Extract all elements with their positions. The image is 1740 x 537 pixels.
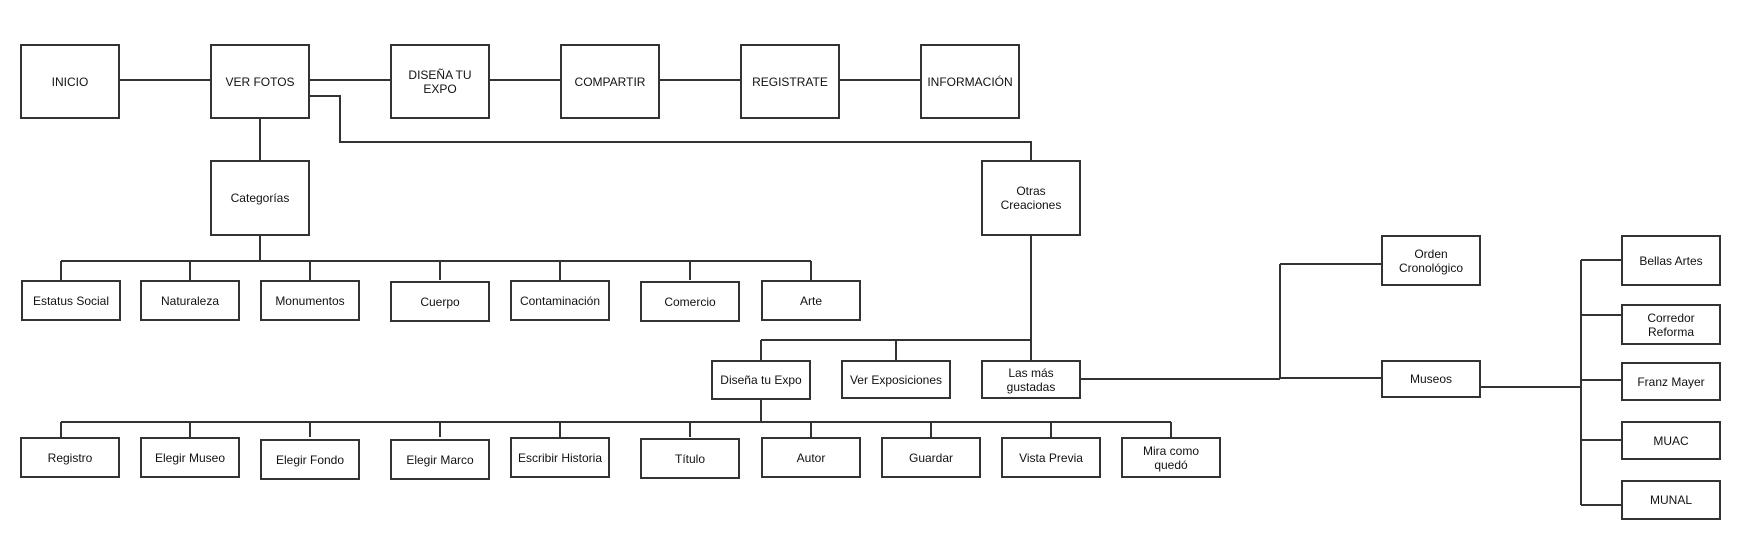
- node-label: Escribir Historia: [517, 450, 602, 465]
- node-contaminacion: Contaminación: [510, 280, 610, 321]
- node-corredor-reforma: Corredor Reforma: [1621, 304, 1721, 345]
- node-informacion: INFORMACIÓN: [920, 44, 1020, 119]
- node-label-line-2: Creaciones: [1000, 198, 1062, 212]
- node-label: Ver Exposiciones: [849, 372, 943, 387]
- node-compartir: COMPARTIR: [560, 44, 660, 119]
- node-franz-mayer: Franz Mayer: [1621, 362, 1721, 401]
- node-label: Autor: [796, 450, 826, 465]
- node-label: Naturaleza: [160, 293, 220, 308]
- node-museos: Museos: [1381, 360, 1481, 398]
- node-label-line-2: gustadas: [1006, 379, 1056, 394]
- node-label: Registro: [47, 450, 93, 465]
- node-registro: Registro: [20, 437, 120, 478]
- node-ver-exposiciones: Ver Exposiciones: [841, 360, 951, 399]
- node-mira-como-quedo: Mira como quedó: [1121, 437, 1221, 478]
- node-cuerpo: Cuerpo: [390, 281, 490, 322]
- node-monumentos: Monumentos: [260, 280, 360, 321]
- node-comercio: Comercio: [640, 281, 740, 322]
- node-label: Monumentos: [275, 293, 345, 308]
- node-label: Guardar: [908, 450, 954, 465]
- node-vista-previa: Vista Previa: [1001, 437, 1101, 478]
- node-label: Franz Mayer: [1637, 374, 1705, 389]
- node-elegir-fondo: Elegir Fondo: [260, 439, 360, 480]
- node-label: Elegir Museo: [154, 450, 226, 465]
- node-naturaleza: Naturaleza: [140, 280, 240, 321]
- node-label: INICIO: [51, 74, 89, 89]
- node-label-line-2: Cronológico: [1398, 260, 1464, 275]
- node-label: Museos: [1409, 372, 1453, 386]
- node-label: MUNAL: [1649, 493, 1692, 507]
- node-titulo: Título: [640, 438, 740, 479]
- node-autor: Autor: [761, 437, 861, 478]
- node-label-line-1: Otras: [1016, 184, 1046, 198]
- node-label-line-2: Reforma: [1647, 324, 1694, 339]
- node-ver-fotos: VER FOTOS: [210, 44, 310, 119]
- node-arte: Arte: [761, 280, 861, 321]
- node-disena-tu-expo-sub: Diseña tu Expo: [711, 360, 811, 400]
- node-muac: MUAC: [1621, 421, 1721, 460]
- node-label: Categorías: [230, 191, 290, 205]
- node-label: Cuerpo: [420, 294, 460, 309]
- node-label-line-1: DISEÑA TU: [408, 67, 472, 82]
- node-label: Comercio: [664, 294, 716, 309]
- node-label: Estatus Social: [32, 293, 110, 308]
- node-las-mas-gustadas: Las más gustadas: [981, 360, 1081, 399]
- node-label: Vista Previa: [1019, 450, 1083, 465]
- node-label: VER FOTOS: [225, 74, 295, 89]
- node-label: Elegir Marco: [406, 452, 474, 467]
- node-label: REGISTRATE: [752, 74, 828, 89]
- node-label: Elegir Fondo: [275, 452, 345, 467]
- node-label: Contaminación: [519, 293, 601, 308]
- node-label: Diseña tu Expo: [720, 373, 802, 387]
- node-label: Título: [674, 451, 705, 466]
- node-label-line-1: Orden: [1414, 246, 1448, 261]
- node-disena-tu-expo: DISEÑA TU EXPO: [390, 44, 490, 119]
- node-registrate: REGISTRATE: [740, 44, 840, 119]
- node-label: Arte: [799, 293, 822, 308]
- node-label: INFORMACIÓN: [927, 74, 1013, 89]
- node-orden-cronologico: Orden Cronológico: [1381, 235, 1481, 286]
- node-label: MUAC: [1653, 433, 1689, 448]
- node-guardar: Guardar: [881, 437, 981, 478]
- node-elegir-marco: Elegir Marco: [390, 439, 490, 480]
- node-estatus-social: Estatus Social: [21, 280, 121, 321]
- node-label-line-1: Corredor: [1647, 310, 1695, 325]
- node-label-line-1: Las más: [1008, 365, 1054, 380]
- node-bellas-artes: Bellas Artes: [1621, 235, 1721, 286]
- node-elegir-museo: Elegir Museo: [140, 437, 240, 478]
- node-munal: MUNAL: [1621, 480, 1721, 520]
- node-label-line-1: Mira como: [1142, 443, 1199, 458]
- node-inicio: INICIO: [20, 44, 120, 119]
- connector: [310, 95, 1032, 160]
- node-categorias: Categorías: [210, 160, 310, 236]
- node-label: COMPARTIR: [574, 74, 646, 89]
- node-otras-creaciones: Otras Creaciones: [981, 160, 1081, 236]
- node-label-line-2: EXPO: [423, 81, 457, 96]
- node-escribir-historia: Escribir Historia: [510, 437, 610, 478]
- node-label-line-2: quedó: [1154, 457, 1188, 472]
- node-label: Bellas Artes: [1639, 253, 1703, 268]
